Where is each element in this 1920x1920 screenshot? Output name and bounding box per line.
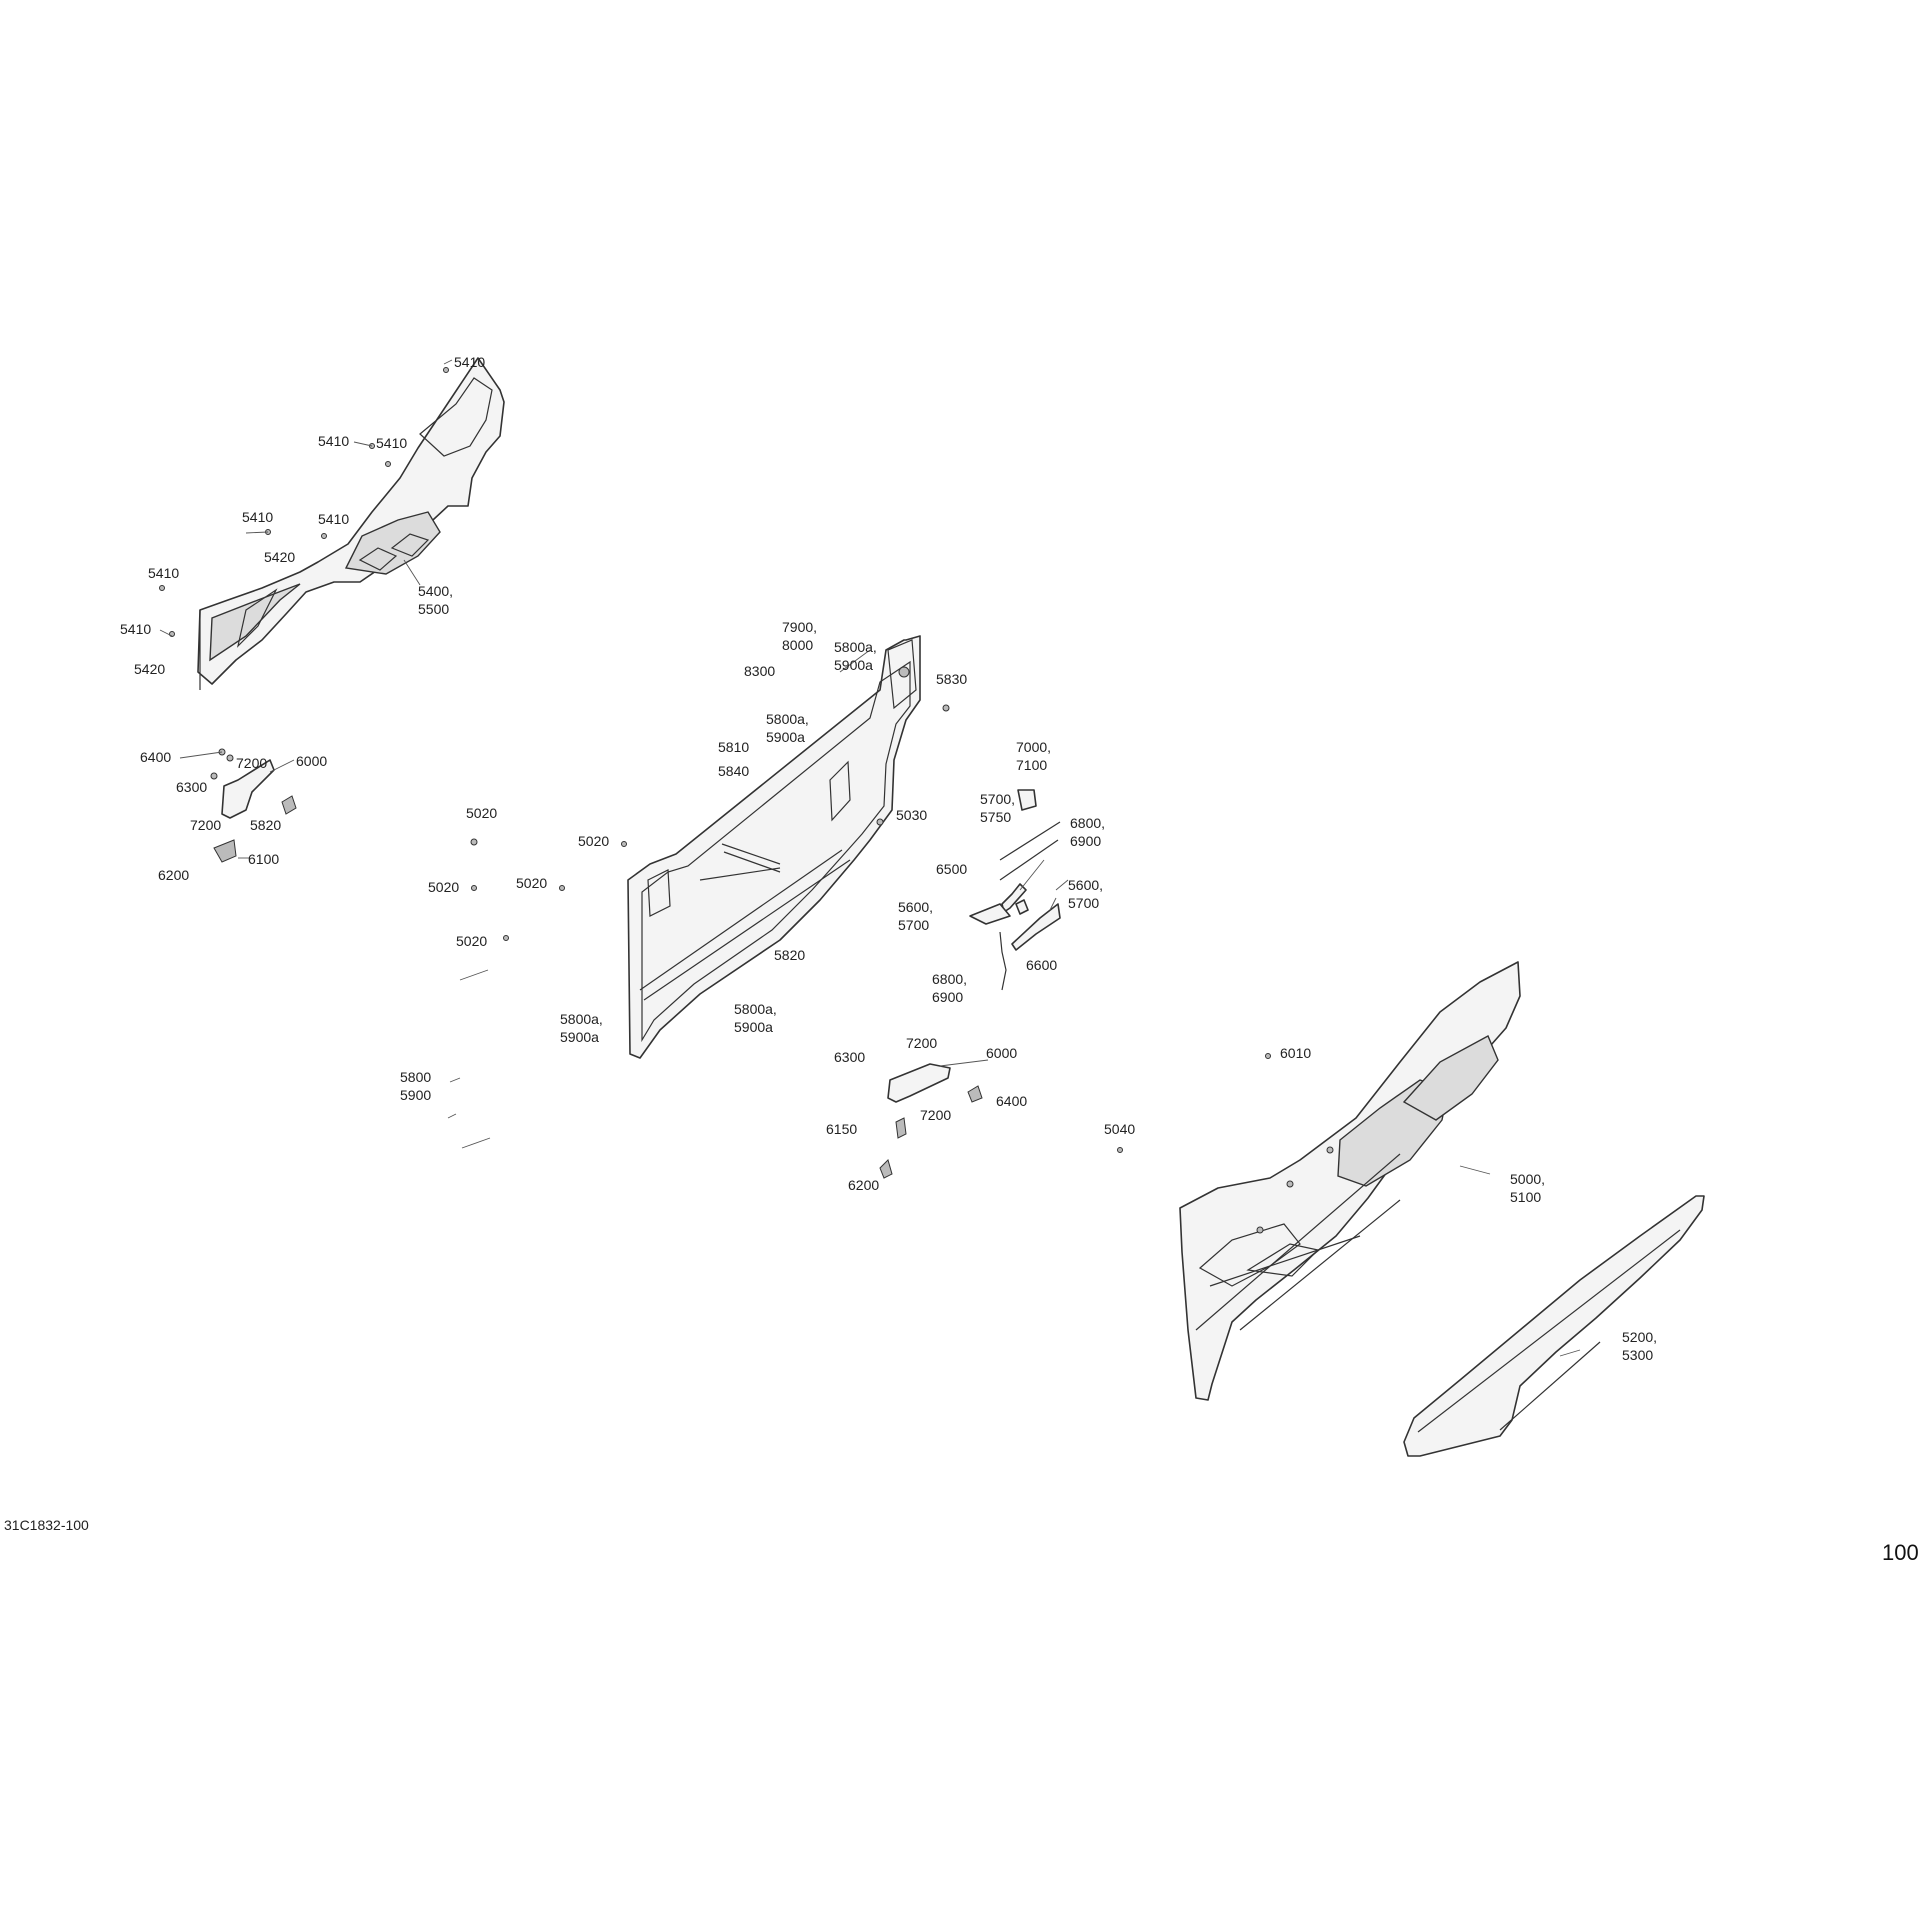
callout-c35-line-1: 5900a xyxy=(734,1019,773,1035)
callout-c45-line-0: 7200 xyxy=(906,1035,937,1051)
callout-c27-line-0: 8300 xyxy=(744,663,775,679)
door-frame xyxy=(627,635,921,1059)
callout-c14-line-0: 6300 xyxy=(176,779,207,795)
callout-c20-line-0: 5020 xyxy=(578,833,609,849)
callout-c33-line-0: 5820 xyxy=(774,947,805,963)
callout-c13-line-0: 6000 xyxy=(296,753,327,769)
callout-c43-line-0: 6800, xyxy=(932,971,967,987)
callout-c15-line-0: 7200 xyxy=(190,817,221,833)
callout-c35-line-0: 5800a, xyxy=(734,1001,777,1017)
callout-c29-line-0: 5800a, xyxy=(766,711,809,727)
callout-c54-line-0: 5200, xyxy=(1622,1329,1657,1345)
callout-c40-line-1: 5700 xyxy=(1068,895,1099,911)
callout-c12-line-0: 7200 xyxy=(236,755,267,771)
callout-c10-line-0: 5400, xyxy=(418,583,453,599)
callout-c30-line-0: 5810 xyxy=(718,739,749,755)
callout-c29-line-1: 5900a xyxy=(766,729,805,745)
callout-c21-line-0: 5020 xyxy=(428,879,459,895)
callout-c4-line-0: 5410 xyxy=(242,509,273,525)
callout-c37-line-1: 5750 xyxy=(980,809,1011,825)
callout-c24-line-1: 5900 xyxy=(400,1087,431,1103)
callout-c53-line-0: 5000, xyxy=(1510,1171,1545,1187)
callout-c23-line-0: 5020 xyxy=(456,933,487,949)
callout-c46-line-0: 6000 xyxy=(986,1045,1017,1061)
callout-c41-line-1: 5700 xyxy=(898,917,929,933)
right-hinge-assembly xyxy=(879,1063,983,1179)
callout-c34-line-1: 5900a xyxy=(560,1029,599,1045)
callout-c26-line-0: 5800a, xyxy=(834,639,877,655)
callout-c28-line-0: 5830 xyxy=(936,671,967,687)
callout-c2-line-0: 5410 xyxy=(318,433,349,449)
callout-c41-line-0: 5600, xyxy=(898,899,933,915)
outer-door-panel xyxy=(1179,961,1521,1401)
callout-c22-line-0: 5020 xyxy=(516,875,547,891)
callout-c26-line-1: 5900a xyxy=(834,657,873,673)
callout-c54-line-1: 5300 xyxy=(1622,1347,1653,1363)
callout-c34-line-0: 5800a, xyxy=(560,1011,603,1027)
callout-c18-line-0: 6200 xyxy=(158,867,189,883)
leader-lines xyxy=(159,359,1581,1357)
callout-c3-line-0: 5410 xyxy=(376,435,407,451)
callout-c38-line-0: 6800, xyxy=(1070,815,1105,831)
page-number: 100 xyxy=(1882,1540,1919,1565)
callout-c25-line-0: 7900, xyxy=(782,619,817,635)
callout-c9-line-0: 5420 xyxy=(134,661,165,677)
callout-c19-line-0: 5020 xyxy=(466,805,497,821)
callout-c44-line-0: 6300 xyxy=(834,1049,865,1065)
callout-c32-line-0: 5030 xyxy=(896,807,927,823)
callout-c11-line-0: 6400 xyxy=(140,749,171,765)
callout-c53-line-1: 5100 xyxy=(1510,1189,1541,1205)
lower-side-panel xyxy=(1403,1195,1705,1457)
callout-c42-line-0: 6600 xyxy=(1026,957,1057,973)
inner-door-trim-panel xyxy=(197,357,505,690)
callout-c43-line-1: 6900 xyxy=(932,989,963,1005)
callout-c5-line-0: 5410 xyxy=(318,511,349,527)
callout-c7-line-0: 5410 xyxy=(148,565,179,581)
callout-c40-line-0: 5600, xyxy=(1068,877,1103,893)
callout-c8-line-0: 5410 xyxy=(120,621,151,637)
callout-c50-line-0: 6200 xyxy=(848,1177,879,1193)
callout-c38-line-1: 6900 xyxy=(1070,833,1101,849)
callout-c25-line-1: 8000 xyxy=(782,637,813,653)
callout-c10-line-1: 5500 xyxy=(418,601,449,617)
callout-c49-line-0: 6150 xyxy=(826,1121,857,1137)
callout-c36-line-1: 7100 xyxy=(1016,757,1047,773)
callout-c52-line-0: 6010 xyxy=(1280,1045,1311,1061)
callout-c51-line-0: 5040 xyxy=(1104,1121,1135,1137)
callout-c48-line-0: 7200 xyxy=(920,1107,951,1123)
callout-c6-line-0: 5420 xyxy=(264,549,295,565)
callout-labels: 5410 5410 5410 5410 5410 5420 5410 5410 5420 5400… xyxy=(120,354,1657,1363)
callout-c17-line-0: 6100 xyxy=(248,851,279,867)
callout-c47-line-0: 6400 xyxy=(996,1093,1027,1109)
callout-c37-line-0: 5700, xyxy=(980,791,1015,807)
latch-handle-assembly xyxy=(969,789,1061,991)
callout-c16-line-0: 5820 xyxy=(250,817,281,833)
callout-c31-line-0: 5840 xyxy=(718,763,749,779)
reference-code: 31C1832-100 xyxy=(4,1517,89,1533)
callout-c24-line-0: 5800 xyxy=(400,1069,431,1085)
callout-c39-line-0: 6500 xyxy=(936,861,967,877)
callout-c36-line-0: 7000, xyxy=(1016,739,1051,755)
callout-c1-line-0: 5410 xyxy=(454,354,485,370)
